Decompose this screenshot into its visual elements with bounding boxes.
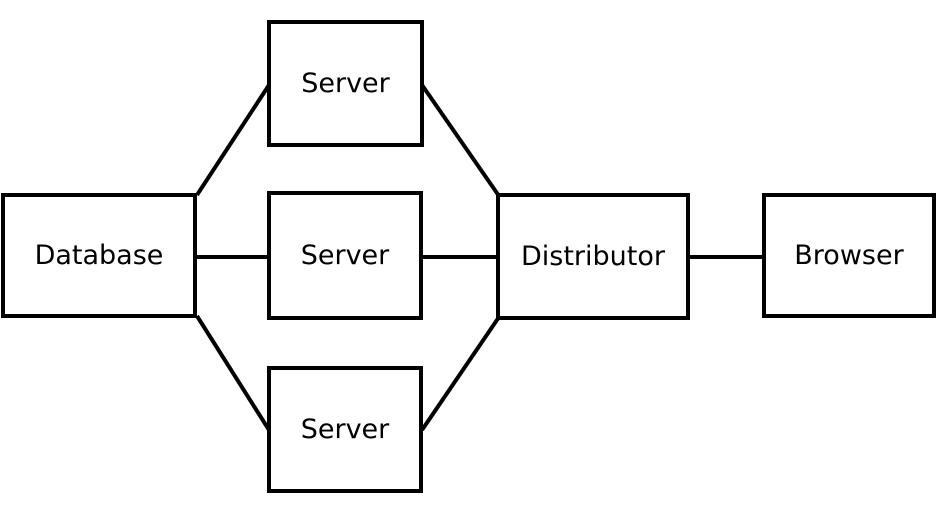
edge-server-bottom-distributor (420, 315, 501, 432)
edge-database-server-bottom (195, 314, 271, 432)
node-server-middle: Server (267, 191, 423, 320)
node-server-top: Server (267, 20, 424, 147)
node-distributor: Distributor (496, 193, 690, 320)
node-browser: Browser (762, 193, 936, 318)
node-browser-label: Browser (794, 240, 904, 271)
node-database-label: Database (34, 240, 164, 271)
node-database: Database (1, 193, 197, 318)
edge-database-server-top (195, 83, 271, 197)
edge-server-top-distributor (420, 83, 501, 198)
node-distributor-label: Distributor (520, 241, 665, 272)
node-server-middle-label: Server (300, 240, 390, 271)
node-server-bottom: Server (267, 366, 423, 493)
node-server-bottom-label: Server (300, 414, 390, 445)
node-server-top-label: Server (301, 68, 390, 99)
